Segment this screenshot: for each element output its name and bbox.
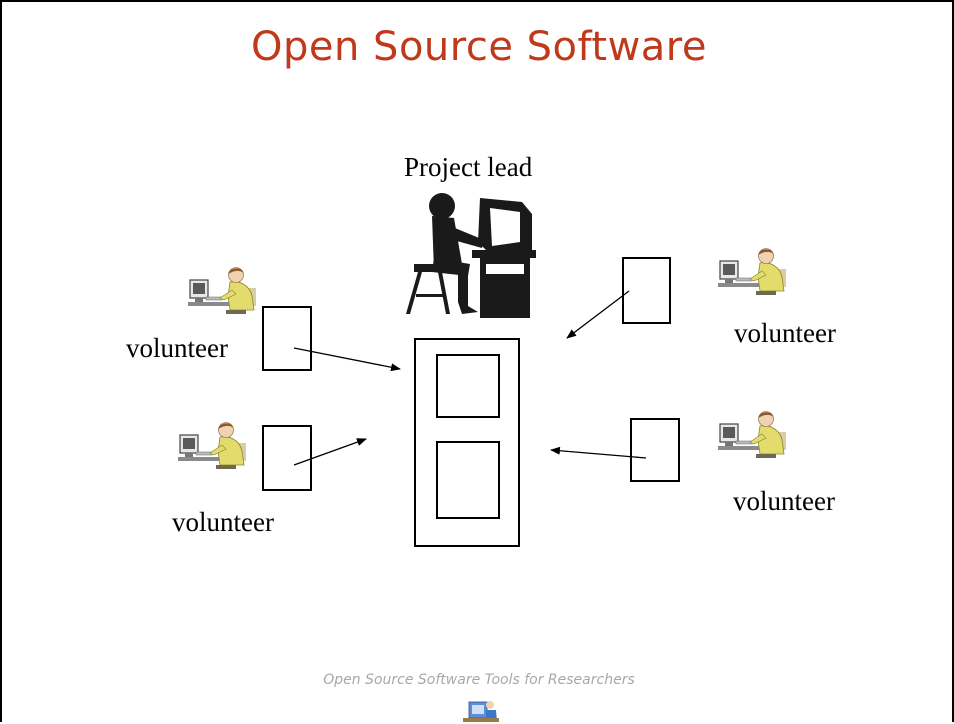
arrow-top-right — [566, 290, 630, 339]
volunteer-icon-bottom-right — [717, 410, 787, 459]
volunteer-icon-bottom-left — [177, 421, 247, 470]
project-lead-figure — [406, 193, 536, 318]
arrow-top-left — [293, 347, 401, 372]
arrow-bottom-left — [293, 438, 367, 466]
arrow-bottom-right — [550, 446, 647, 459]
volunteer-label-top-right: volunteer — [734, 318, 836, 348]
slide-footer: Open Source Software Tools for Researche… — [323, 672, 635, 688]
contribution-box-top-left — [262, 306, 312, 371]
slide-title: Open Source Software — [251, 24, 707, 70]
footer-logo-icon — [463, 701, 499, 722]
contribution-box-top-right — [622, 257, 671, 324]
project-lead-label: Project lead — [404, 152, 533, 182]
volunteer-label-bottom-left: volunteer — [172, 507, 274, 537]
contribution-box-bottom-right — [630, 418, 680, 482]
project-module-top — [436, 354, 500, 418]
volunteer-icon-top-right — [717, 247, 787, 296]
contribution-box-bottom-left — [262, 425, 312, 491]
volunteer-label-top-left: volunteer — [126, 333, 228, 363]
volunteer-label-bottom-right: volunteer — [733, 486, 835, 516]
project-module-bottom — [436, 441, 500, 519]
volunteer-icon-top-left — [187, 266, 257, 315]
